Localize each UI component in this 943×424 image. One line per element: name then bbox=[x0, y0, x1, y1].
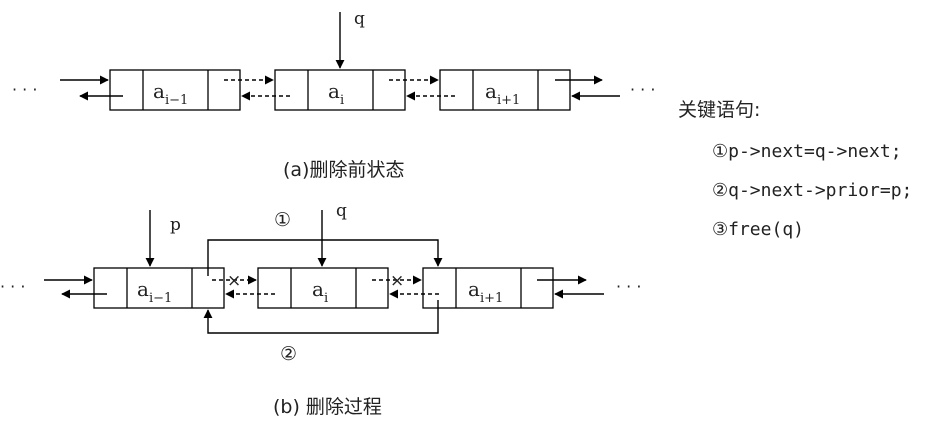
ellipsis-left-a: · · · bbox=[12, 80, 37, 99]
step2-path bbox=[203, 300, 439, 334]
pointer-q-label-b: q bbox=[336, 201, 347, 221]
node-label: a bbox=[153, 79, 165, 103]
node-subscript: i bbox=[324, 291, 328, 306]
node-label: a bbox=[137, 277, 149, 301]
svg-text:ai+1: ai+1 bbox=[468, 277, 503, 306]
svg-text:ai: ai bbox=[328, 79, 344, 108]
node-subscript: i+1 bbox=[497, 93, 520, 108]
node-subscript: i bbox=[340, 93, 344, 108]
key-statement-3: ③free(q) bbox=[712, 219, 804, 240]
svg-text:ai−1: ai−1 bbox=[153, 79, 188, 108]
node-subscript: i−1 bbox=[149, 291, 172, 306]
svg-text:ai+1: ai+1 bbox=[485, 79, 520, 108]
cross-mark-left: × bbox=[227, 271, 241, 291]
key-statements-title: 关键语句: bbox=[678, 99, 760, 121]
node-subscript: i+1 bbox=[480, 291, 503, 306]
node-b-a-i-minus-1: ai−1 bbox=[93, 267, 225, 309]
node-label: a bbox=[468, 277, 480, 301]
node-label: a bbox=[328, 79, 340, 103]
svg-text:ai: ai bbox=[312, 277, 328, 306]
svg-text:ai−1: ai−1 bbox=[137, 277, 172, 306]
step1-path bbox=[207, 239, 443, 276]
diagram-b: · · · · · · ai−1 ai ai+1 p q bbox=[0, 201, 641, 418]
ellipsis-right-b: · · · bbox=[616, 277, 641, 296]
pointer-p-label: p bbox=[170, 215, 181, 235]
node-b-a-i-plus-1: ai+1 bbox=[422, 267, 554, 309]
ellipsis-right-a: · · · bbox=[630, 80, 655, 99]
node-a-i-minus-1: ai−1 bbox=[109, 69, 241, 111]
key-statement-1: ①p->next=q->next; bbox=[712, 141, 902, 162]
node-b-a-i: ai bbox=[257, 267, 389, 309]
caption-b: (b) 删除过程 bbox=[273, 396, 382, 418]
node-a-i: ai bbox=[274, 69, 406, 111]
cross-mark-right: × bbox=[390, 271, 404, 291]
node-label: a bbox=[485, 79, 497, 103]
ellipsis-left-b: · · · bbox=[0, 277, 25, 296]
caption-a: (a)删除前状态 bbox=[283, 159, 404, 181]
key-statement-2: ②q->next->prior=p; bbox=[712, 180, 912, 201]
key-statements: 关键语句: ①p->next=q->next; ②q->next->prior=… bbox=[678, 99, 912, 240]
node-subscript: i−1 bbox=[165, 93, 188, 108]
node-label: a bbox=[312, 277, 324, 301]
diagram-a: · · · · · · ai−1 ai ai+1 q bbox=[12, 9, 655, 181]
step1-label: ① bbox=[274, 209, 291, 231]
node-a-i-plus-1: ai+1 bbox=[439, 69, 571, 111]
pointer-q-label-a: q bbox=[354, 9, 365, 29]
step2-label: ② bbox=[280, 343, 297, 365]
